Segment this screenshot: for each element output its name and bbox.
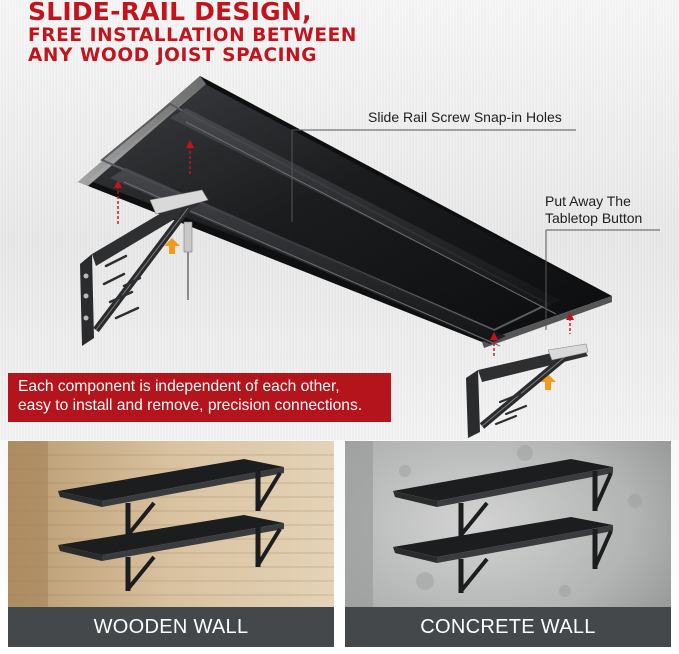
concrete-wall-label: CONCRETE WALL xyxy=(345,607,671,647)
callout-leaders xyxy=(291,129,660,330)
headline-line-1: SLIDE-RAIL DESIGN, xyxy=(28,0,312,26)
callout-put-away-button: Put Away The Tabletop Button xyxy=(545,193,642,227)
headline: SLIDE-RAIL DESIGN, FREE INSTALLATION BET… xyxy=(28,0,357,66)
concrete-shelf-bottom xyxy=(393,517,613,593)
concrete-wall-panel: CONCRETE WALL xyxy=(345,441,671,647)
headline-line-2: FREE INSTALLATION BETWEEN xyxy=(28,24,357,46)
exploded-shelf-diagram xyxy=(78,76,660,438)
right-bracket xyxy=(466,343,589,438)
callout-button-line-2: Tabletop Button xyxy=(545,209,643,226)
screwdriver-bit xyxy=(183,221,193,300)
wooden-wall-label: WOODEN WALL xyxy=(8,607,334,647)
callout-snap-in-holes: Slide Rail Screw Snap-in Holes xyxy=(368,109,562,125)
headline-line-3: ANY WOOD JOIST SPACING xyxy=(28,44,318,66)
wood-shelf-top xyxy=(58,459,284,537)
wood-shelf-bottom xyxy=(58,515,284,591)
left-screws xyxy=(102,254,142,320)
right-screws xyxy=(494,392,528,426)
callout-button-line-1: Put Away The xyxy=(545,193,631,209)
shelf-board xyxy=(78,76,612,348)
wooden-wall-panel: WOODEN WALL xyxy=(8,441,334,647)
concrete-shelf-top xyxy=(393,459,613,537)
banner-line-2: easy to install and remove, precision co… xyxy=(18,397,363,415)
alignment-arrows xyxy=(114,140,574,356)
left-bracket xyxy=(80,189,209,346)
feature-banner: Each component is independent of each ot… xyxy=(8,373,391,422)
banner-line-1: Each component is independent of each ot… xyxy=(18,378,340,395)
